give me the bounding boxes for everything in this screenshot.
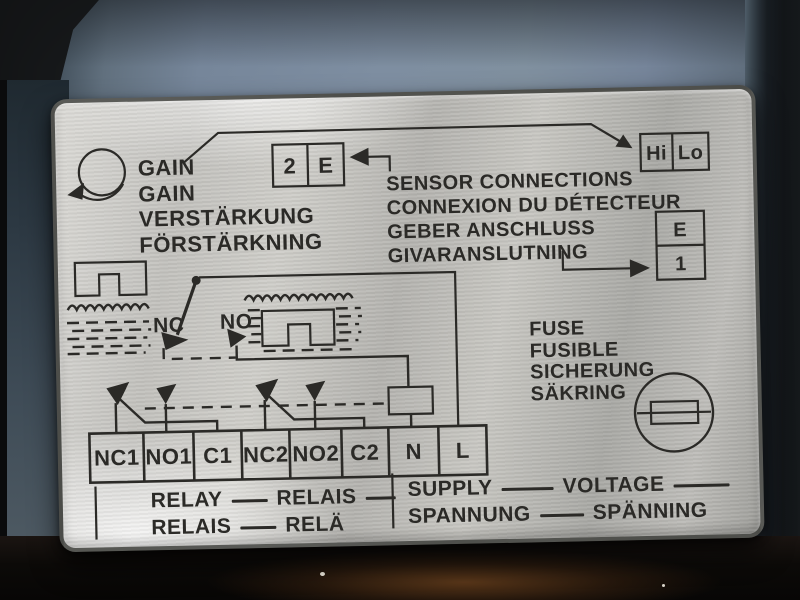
sensor-switch-cell: E [673, 219, 687, 241]
terminal-strip: NC1 NO1 C1 NC2 NO2 C2 N L [88, 424, 489, 485]
dust-speck [662, 584, 665, 587]
gain-line: GAIN [137, 154, 196, 181]
dust-speck [320, 572, 325, 576]
dash-rule [501, 486, 554, 491]
fuse-line: SÄKRING [530, 380, 627, 405]
dash-rule [365, 495, 396, 500]
terminal-label: N [405, 439, 422, 464]
gain-line: VERSTÄRKUNG [138, 202, 315, 232]
gain-switch-box: 2 E [271, 142, 346, 188]
range-switch-cell: Hi [646, 143, 667, 165]
common-wire-to-L [199, 270, 460, 426]
terminal-label: NO2 [292, 440, 339, 466]
nc-contact-flag [161, 332, 189, 351]
relay2-contacts [255, 378, 366, 431]
gain-switch-cell: E [318, 153, 334, 178]
gain-line: GAIN [138, 179, 196, 207]
wiring-diagram-artwork: 2 E Hi Lo E 1 [66, 123, 715, 540]
gain-switch-cell: 2 [283, 153, 296, 178]
probe-submerged-in-liquid-icon [243, 292, 362, 353]
terminal-label: NC2 [243, 442, 289, 468]
sensor-switch-cell: 1 [675, 253, 687, 275]
fuse-line: FUSE [529, 317, 585, 341]
float-switch-contacts: NC NO [153, 275, 410, 388]
range-switch-cell: Lo [678, 142, 704, 165]
arrow-to-sensor-switch [561, 250, 650, 278]
legend-word: SUPPLY [407, 476, 493, 502]
dash-rule [539, 512, 584, 517]
sensor-switch-box: E 1 [654, 209, 707, 281]
wiring-diagram-label: 2 E Hi Lo E 1 [50, 84, 765, 553]
gain-label-block: GAIN GAIN VERSTÄRKUNG FÖRSTÄRKNING [138, 152, 323, 258]
terminal-label: C1 [203, 443, 233, 469]
sensor-connections-block: SENSOR CONNECTIONS CONNEXION DU DÉTECTEU… [386, 166, 682, 268]
fuse-label-block: FUSE FUSIBLE SICHERUNG SÄKRING [529, 317, 655, 406]
no-contact-label: NO [220, 310, 253, 334]
legend-word: RELAIS [276, 485, 357, 510]
mechanical-linkage-dashed [144, 402, 389, 410]
probe-above-liquid-icon [66, 260, 152, 356]
dash-rule [673, 482, 730, 487]
legend-word: RELAIS [151, 514, 232, 540]
gain-knob-icon [67, 148, 126, 201]
nc-contact-label: NC [153, 314, 185, 338]
legend-word: SPÄNNING [592, 498, 708, 525]
legend-word: VOLTAGE [562, 472, 665, 498]
gain-to-range-pointer-line [182, 123, 633, 164]
no-contact-flag [227, 328, 247, 348]
arrow-to-gain-switch [349, 147, 392, 172]
legend-word: SPANNUNG [407, 502, 531, 529]
relay-legend-row1: RELAY RELAIS [151, 484, 396, 513]
dash-rule [240, 525, 277, 530]
footer-divider-line [391, 473, 395, 529]
fuse-in-circle-icon [633, 372, 715, 453]
footer-left-line [94, 486, 98, 540]
terminal-label: C2 [350, 440, 380, 466]
legend-word: RELAY [150, 487, 223, 513]
nc-alternate-wire-dashed [162, 348, 236, 361]
relay-legend-row2: RELAIS RELÄ [151, 512, 345, 540]
legend-word: RELÄ [285, 512, 345, 537]
range-switch-box: Hi Lo [639, 131, 711, 173]
relay-coil [387, 385, 435, 427]
no-wire-to-coil [235, 345, 410, 388]
terminal-label: NO1 [145, 444, 192, 470]
gain-line: FÖRSTÄRKNING [139, 228, 323, 258]
fuse-line: SICHERUNG [529, 358, 655, 384]
terminal-label: NC1 [94, 445, 140, 471]
relay1-contacts [106, 381, 219, 434]
dash-rule [231, 498, 268, 503]
terminal-label: L [456, 438, 470, 463]
